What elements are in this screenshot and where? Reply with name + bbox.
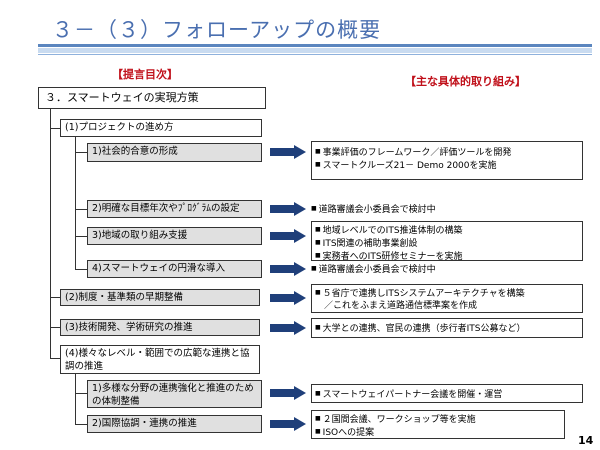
detail-text: 地域レベルでのITS推進体制の構築 (322, 226, 463, 236)
title-underline-thin (38, 54, 592, 55)
connector-n3 (50, 327, 60, 328)
detail-text: ５省庁で連携しITSシステムアーキテクチャを構築 (322, 289, 525, 299)
connector-n1-2 (75, 209, 87, 210)
detail-item: ■２国間会議、ワークショップ等を実施 (315, 413, 561, 426)
page-number: 14 (578, 434, 594, 447)
detail-text: ISOへの提案 (322, 428, 375, 438)
connector-n1-1 (75, 152, 87, 153)
detail-international: ■２国間会議、ワークショップ等を実施 ■ISOへの提案 (311, 410, 565, 439)
detail-item: ■地域レベルでのITS推進体制の構築 (315, 224, 579, 237)
detail-text: 大学との連携、官民の連携（歩行者ITS公募など） (322, 324, 526, 334)
bullet-icon: ■ (315, 226, 321, 233)
bullet-icon: ■ (315, 289, 321, 296)
node-tech-research: (3)技術開発、学術研究の推進 (60, 319, 260, 336)
arrow-8 (270, 417, 306, 431)
arrow-4 (270, 262, 306, 276)
initiatives-header: 【主な具体的取り組み】 (405, 75, 526, 88)
detail-framework: ■スマートウェイパートナー会議を開催・運営 (311, 384, 583, 403)
connector-n4-2 (75, 424, 87, 425)
detail-text: スマートクルーズ21－ Demo 2000を実施 (322, 161, 497, 171)
detail-item: ■５省庁で連携しITSシステムアーキテクチャを構築 (315, 287, 579, 300)
bullet-icon: ■ (311, 265, 317, 272)
detail-item: ■大学との連携、官民の連携（歩行者ITS公募など） (315, 322, 579, 335)
connector-n4-1 (75, 393, 87, 394)
detail-text: 道路審議会小委員会で検討中 (318, 265, 436, 275)
detail-social-consensus: ■事業評価のフレームワーク／評価ツールを開発 ■スマートクルーズ21－ Demo… (311, 141, 583, 180)
detail-text: 事業評価のフレームワーク／評価ツールを開発 (322, 148, 512, 158)
detail-tech-research: ■大学との連携、官民の連携（歩行者ITS公募など） (311, 318, 583, 338)
node-regional-support: 3)地域の取り組み支援 (87, 227, 262, 245)
arrow-2 (270, 202, 306, 216)
root-node: ３．スマートウェイの実現方策 (38, 87, 266, 109)
bullet-icon: ■ (315, 239, 321, 246)
bullet-icon: ■ (311, 205, 317, 212)
bullet-icon: ■ (315, 324, 321, 331)
detail-target-year: ■道路審議会小委員会で検討中 (311, 203, 436, 216)
arrow-5 (270, 291, 306, 305)
branch-line-n1 (75, 137, 76, 269)
title-underline-band (38, 48, 592, 53)
detail-text: 実務者へのITS研修セミナーを実施 (322, 252, 463, 261)
detail-item: ／これをふまえ道路通信標準案を作成 (315, 300, 579, 312)
slide-title: ３－（３）フォローアップの概要 (52, 18, 382, 42)
detail-item: ■ITS関連の補助事業創設 (315, 237, 579, 250)
detail-text: ITS関連の補助事業創設 (322, 239, 418, 249)
detail-text: ２国間会議、ワークショップ等を実施 (322, 415, 476, 425)
connector-n1 (50, 128, 60, 129)
node-cooperation: (4)様々なレベル・範囲での広範な連携と協調の推進 (60, 345, 260, 374)
bullet-icon: ■ (315, 390, 321, 397)
bullet-icon: ■ (315, 415, 321, 422)
arrow-7 (270, 386, 306, 400)
bullet-icon: ■ (315, 148, 321, 155)
connector-n1-4 (75, 269, 87, 270)
bullet-icon: ■ (315, 252, 321, 259)
node-standards: (2)制度・基準類の早期整備 (60, 289, 260, 306)
detail-item: ■スマートクルーズ21－ Demo 2000を実施 (315, 159, 579, 172)
detail-item: ■事業評価のフレームワーク／評価ツールを開発 (315, 146, 579, 159)
branch-line-n4 (75, 373, 76, 424)
detail-regional-support: ■地域レベルでのITS推進体制の構築 ■ITS関連の補助事業創設 ■実務者へのI… (311, 221, 583, 261)
detail-text: 道路審議会小委員会で検討中 (318, 205, 436, 215)
node-smooth-introduction: 4)スマートウェイの円滑な導入 (87, 260, 262, 278)
arrow-6 (270, 321, 306, 335)
detail-text: スマートウェイパートナー会議を開催・運営 (322, 390, 503, 400)
node-framework: 1)多様な分野の連携強化と推進のための体制整備 (87, 380, 262, 408)
title-underline (38, 44, 592, 47)
arrow-3 (270, 229, 306, 243)
connector-n1-3 (75, 236, 87, 237)
node-international: 2)国際協調・連携の推進 (87, 415, 262, 433)
detail-item: ■スマートウェイパートナー会議を開催・運営 (315, 388, 579, 401)
tree-trunk-line (50, 109, 51, 359)
bullet-icon: ■ (315, 161, 321, 168)
connector-n2 (50, 297, 60, 298)
detail-smooth-introduction: ■道路審議会小委員会で検討中 (311, 263, 436, 276)
detail-item: ■実務者へのITS研修セミナーを実施 (315, 250, 579, 261)
arrow-1 (270, 145, 306, 159)
bullet-icon: ■ (315, 428, 321, 435)
node-target-year: 2)明確な目標年次やﾌﾟﾛｸﾞﾗﾑの設定 (87, 200, 262, 218)
connector-n4 (50, 358, 60, 359)
detail-item: ■ISOへの提案 (315, 426, 561, 438)
node-social-consensus: 1)社会的合意の形成 (87, 143, 262, 162)
node-project-approach: (1)プロジェクトの進め方 (60, 119, 262, 137)
detail-standards: ■５省庁で連携しITSシステムアーキテクチャを構築 ／これをふまえ道路通信標準案… (311, 284, 583, 313)
outline-header: 【提言目次】 (112, 68, 178, 81)
detail-text: ／これをふまえ道路通信標準案を作成 (324, 301, 478, 311)
